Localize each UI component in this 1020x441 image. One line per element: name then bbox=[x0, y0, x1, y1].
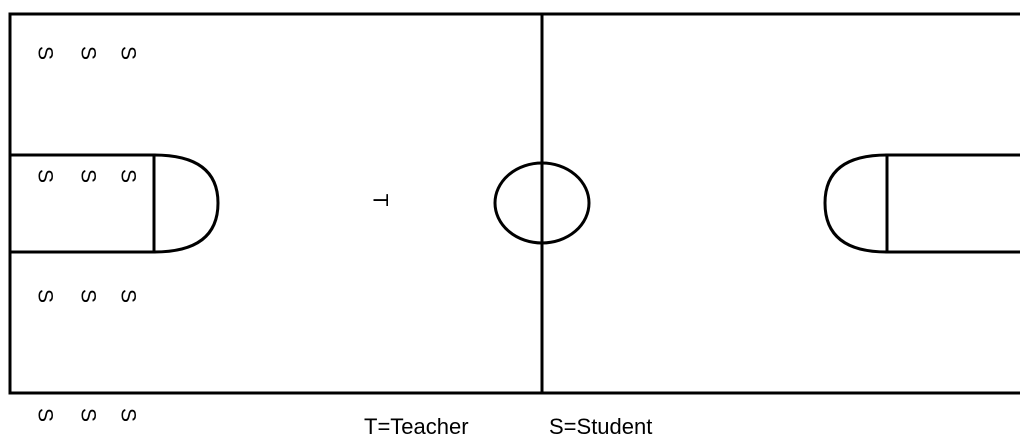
left-key-arc bbox=[153, 153, 220, 254]
legend-student: S=Student bbox=[549, 414, 653, 439]
center-circle bbox=[493, 161, 591, 245]
left-key bbox=[10, 153, 156, 254]
court-outline bbox=[8, 12, 1020, 395]
student-markers: S S S S S S S S S S S S bbox=[34, 46, 140, 422]
student-marker: S bbox=[117, 169, 140, 183]
student-marker: S bbox=[77, 169, 100, 183]
student-marker: S bbox=[34, 169, 57, 183]
student-marker: S bbox=[34, 289, 57, 303]
student-marker: S bbox=[34, 408, 57, 422]
student-marker: S bbox=[77, 46, 100, 60]
right-key-arc bbox=[823, 153, 888, 254]
right-key bbox=[885, 153, 1020, 254]
legend-teacher: T=Teacher bbox=[364, 414, 469, 439]
student-marker: S bbox=[117, 289, 140, 303]
student-marker: S bbox=[34, 46, 57, 60]
student-marker: S bbox=[117, 46, 140, 60]
student-marker: S bbox=[117, 408, 140, 422]
student-marker: S bbox=[77, 408, 100, 422]
student-marker: S bbox=[77, 289, 100, 303]
teacher-marker: T bbox=[369, 194, 392, 207]
